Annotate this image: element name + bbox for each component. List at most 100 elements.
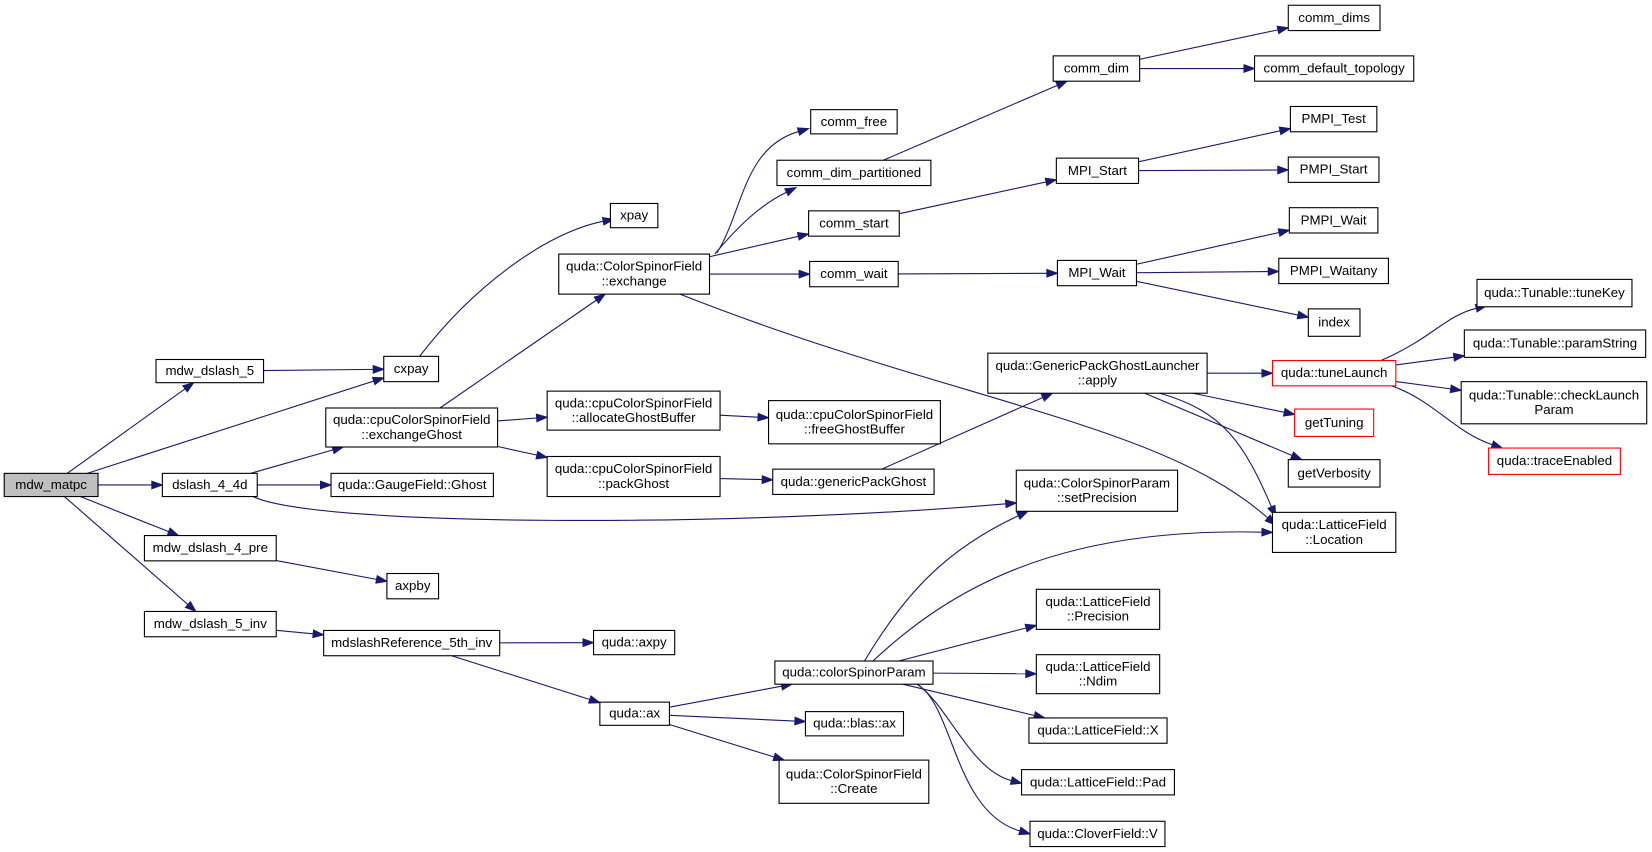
node-cloverV[interactable]: quda::CloverField::V xyxy=(1029,820,1166,848)
node-getTuning-box xyxy=(1294,408,1375,438)
node-packGhost-label: quda::cpuColorSpinorField xyxy=(555,461,712,476)
node-exchange[interactable]: quda::ColorSpinorField::exchange xyxy=(558,253,711,295)
node-freeGhost[interactable]: quda::cpuColorSpinorField::freeGhostBuff… xyxy=(767,400,941,445)
node-mdslashRef[interactable]: mdslashReference_5th_inv xyxy=(323,629,501,657)
node-blasax[interactable]: quda::blas::ax xyxy=(804,711,905,737)
node-cloverV-label: quda::CloverField::V xyxy=(1037,826,1158,841)
node-launcherApply[interactable]: quda::GenericPackGhostLauncher::apply xyxy=(987,352,1208,394)
node-MPI_Wait[interactable]: MPI_Wait xyxy=(1056,259,1138,287)
node-xpay[interactable]: xpay xyxy=(609,202,659,229)
edge-mdw_matpc-to-dslash_4_4d xyxy=(98,480,164,490)
node-allocGhost[interactable]: quda::cpuColorSpinorField::allocateGhost… xyxy=(546,390,721,431)
node-dslash_4_4d[interactable]: dslash_4_4d xyxy=(161,472,258,498)
edge-exchange-to-comm_wait-arrowhead xyxy=(798,269,812,279)
node-cxpay[interactable]: cxpay xyxy=(383,355,440,383)
node-setPrecision[interactable]: quda::ColorSpinorParam::setPrecision xyxy=(1015,469,1179,512)
node-PMPI_Waitany-box xyxy=(1278,257,1389,285)
edge-launcherApply-to-getTuning-arrowhead xyxy=(1282,407,1297,417)
node-PMPI_Wait-box xyxy=(1288,207,1379,234)
node-lfNdim-box xyxy=(1035,654,1161,695)
node-lfPad[interactable]: quda::LatticeField::Pad xyxy=(1021,769,1175,796)
node-MPI_Start[interactable]: MPI_Start xyxy=(1055,157,1140,184)
node-exchange-box xyxy=(558,253,711,295)
node-cloverV-box xyxy=(1029,820,1166,848)
node-mdw_dslash_4_pre[interactable]: mdw_dslash_4_pre xyxy=(143,535,277,562)
node-mdw_matpc[interactable]: mdw_matpc xyxy=(3,472,99,498)
edge-exchangeGhost-to-packGhost xyxy=(497,445,549,460)
edge-genericPackGhost-to-launcherApply-arrowhead xyxy=(1040,392,1054,402)
node-tuneLaunch[interactable]: quda::tuneLaunch xyxy=(1271,360,1397,387)
node-exchangeGhost-box xyxy=(325,407,499,448)
node-axpby[interactable]: axpby xyxy=(386,572,440,600)
edge-comm_dim-to-comm_default_topology xyxy=(1139,64,1257,74)
edge-qax-to-create-line xyxy=(669,723,775,758)
node-lfPrecision-label: quda::LatticeField xyxy=(1046,594,1151,609)
node-getVerbosity[interactable]: getVerbosity xyxy=(1287,459,1381,488)
node-comm_start[interactable]: comm_start xyxy=(808,210,900,237)
edge-comm_dim_partitioned-to-comm_dim xyxy=(883,80,1069,161)
node-lfX[interactable]: quda::LatticeField::X xyxy=(1028,717,1168,744)
node-lfLocation-label: ::Location xyxy=(1305,532,1363,547)
node-mdw_dslash_4_pre-box xyxy=(143,535,277,562)
edge-mdw_dslash_5-to-cxpay xyxy=(263,364,386,374)
edge-qax-to-colorSpinorParam-line xyxy=(669,685,782,708)
node-create-label: quda::ColorSpinorField xyxy=(786,766,922,781)
edge-exchange-to-comm_start xyxy=(709,232,811,258)
edge-dslash_4_4d-to-exchangeGhost-line xyxy=(250,449,334,474)
node-lfLocation[interactable]: quda::LatticeField::Location xyxy=(1271,511,1397,553)
node-comm_wait[interactable]: comm_wait xyxy=(809,260,899,288)
node-traceEnabled[interactable]: quda::traceEnabled xyxy=(1488,447,1621,475)
node-lfPrecision[interactable]: quda::LatticeField::Precision xyxy=(1035,588,1161,630)
edge-qax-to-blasax-line xyxy=(669,714,795,722)
node-mdw_dslash_5_inv[interactable]: mdw_dslash_5_inv xyxy=(143,610,277,638)
node-PMPI_Waitany[interactable]: PMPI_Waitany xyxy=(1278,257,1389,285)
node-comm_dim_partitioned[interactable]: comm_dim_partitioned xyxy=(776,159,932,187)
node-exchangeGhost[interactable]: quda::cpuColorSpinorField::exchangeGhost xyxy=(325,407,499,448)
node-index[interactable]: index xyxy=(1307,308,1361,337)
node-PMPI_Wait[interactable]: PMPI_Wait xyxy=(1288,207,1379,234)
node-axpby-box xyxy=(386,572,440,600)
node-comm_free[interactable]: comm_free xyxy=(810,109,898,135)
node-qax[interactable]: quda::ax xyxy=(599,701,670,726)
node-mdw_dslash_4_pre-label: mdw_dslash_4_pre xyxy=(153,540,268,555)
node-create[interactable]: quda::ColorSpinorField::Create xyxy=(778,759,930,804)
node-launcherApply-label: ::apply xyxy=(1078,373,1118,388)
node-PMPI_Test[interactable]: PMPI_Test xyxy=(1289,105,1378,133)
node-launcherApply-box xyxy=(987,352,1208,394)
node-genericPackGhost[interactable]: quda::genericPackGhost xyxy=(772,468,935,495)
edge-dslash_4_4d-to-setPrecision xyxy=(252,496,1018,522)
node-PMPI_Start[interactable]: PMPI_Start xyxy=(1287,156,1380,183)
node-cxpay-box xyxy=(383,355,440,383)
node-comm_default_topology-box xyxy=(1254,55,1415,82)
node-gaugeGhost[interactable]: quda::GaugeField::Ghost xyxy=(330,472,494,498)
node-mdw_dslash_5-label: mdw_dslash_5 xyxy=(165,363,254,378)
node-lfLocation-box xyxy=(1271,511,1397,553)
node-comm_default_topology[interactable]: comm_default_topology xyxy=(1254,55,1415,82)
node-colorSpinorParam[interactable]: quda::colorSpinorParam xyxy=(774,660,934,685)
edge-MPI_Wait-to-PMPI_Wait xyxy=(1136,228,1291,265)
node-packGhost[interactable]: quda::cpuColorSpinorField::packGhost xyxy=(546,455,721,498)
edge-exchange-to-comm_free-line xyxy=(716,131,799,254)
edge-mdw_matpc-to-mdw_dslash_5-line xyxy=(66,388,186,474)
edge-genericPackGhost-to-launcherApply-line xyxy=(881,397,1044,470)
edge-packGhost-to-genericPackGhost-line xyxy=(720,478,763,481)
node-mdslashRef-label: mdslashReference_5th_inv xyxy=(331,635,492,650)
edge-exchange-to-comm_dim_partitioned xyxy=(714,187,798,255)
node-lfNdim[interactable]: quda::LatticeField::Ndim xyxy=(1035,654,1161,695)
node-getTuning[interactable]: getTuning xyxy=(1294,408,1375,438)
node-create-box xyxy=(778,759,930,804)
node-mdw_dslash_5[interactable]: mdw_dslash_5 xyxy=(155,358,265,384)
node-tuneKey[interactable]: quda::Tunable::tuneKey xyxy=(1476,278,1633,308)
node-qaxpy[interactable]: quda::axpy xyxy=(592,629,676,656)
edge-mdw_dslash_4_pre-to-axpby-line xyxy=(276,560,377,580)
edge-exchangeGhost-to-allocGhost-arrowhead xyxy=(535,413,549,423)
node-comm_dim[interactable]: comm_dim xyxy=(1052,55,1141,82)
node-getVerbosity-label: getVerbosity xyxy=(1298,465,1372,480)
node-MPI_Start-box xyxy=(1055,157,1140,184)
edge-mdw_matpc-to-mdw_dslash_4_pre xyxy=(80,496,180,537)
edge-mdw_dslash_5_inv-to-mdslashRef-line xyxy=(276,629,314,635)
node-comm_dims[interactable]: comm_dims xyxy=(1287,4,1381,32)
edge-MPI_Wait-to-PMPI_Waitany xyxy=(1136,267,1281,277)
node-paramString[interactable]: quda::Tunable::paramString xyxy=(1463,329,1647,358)
